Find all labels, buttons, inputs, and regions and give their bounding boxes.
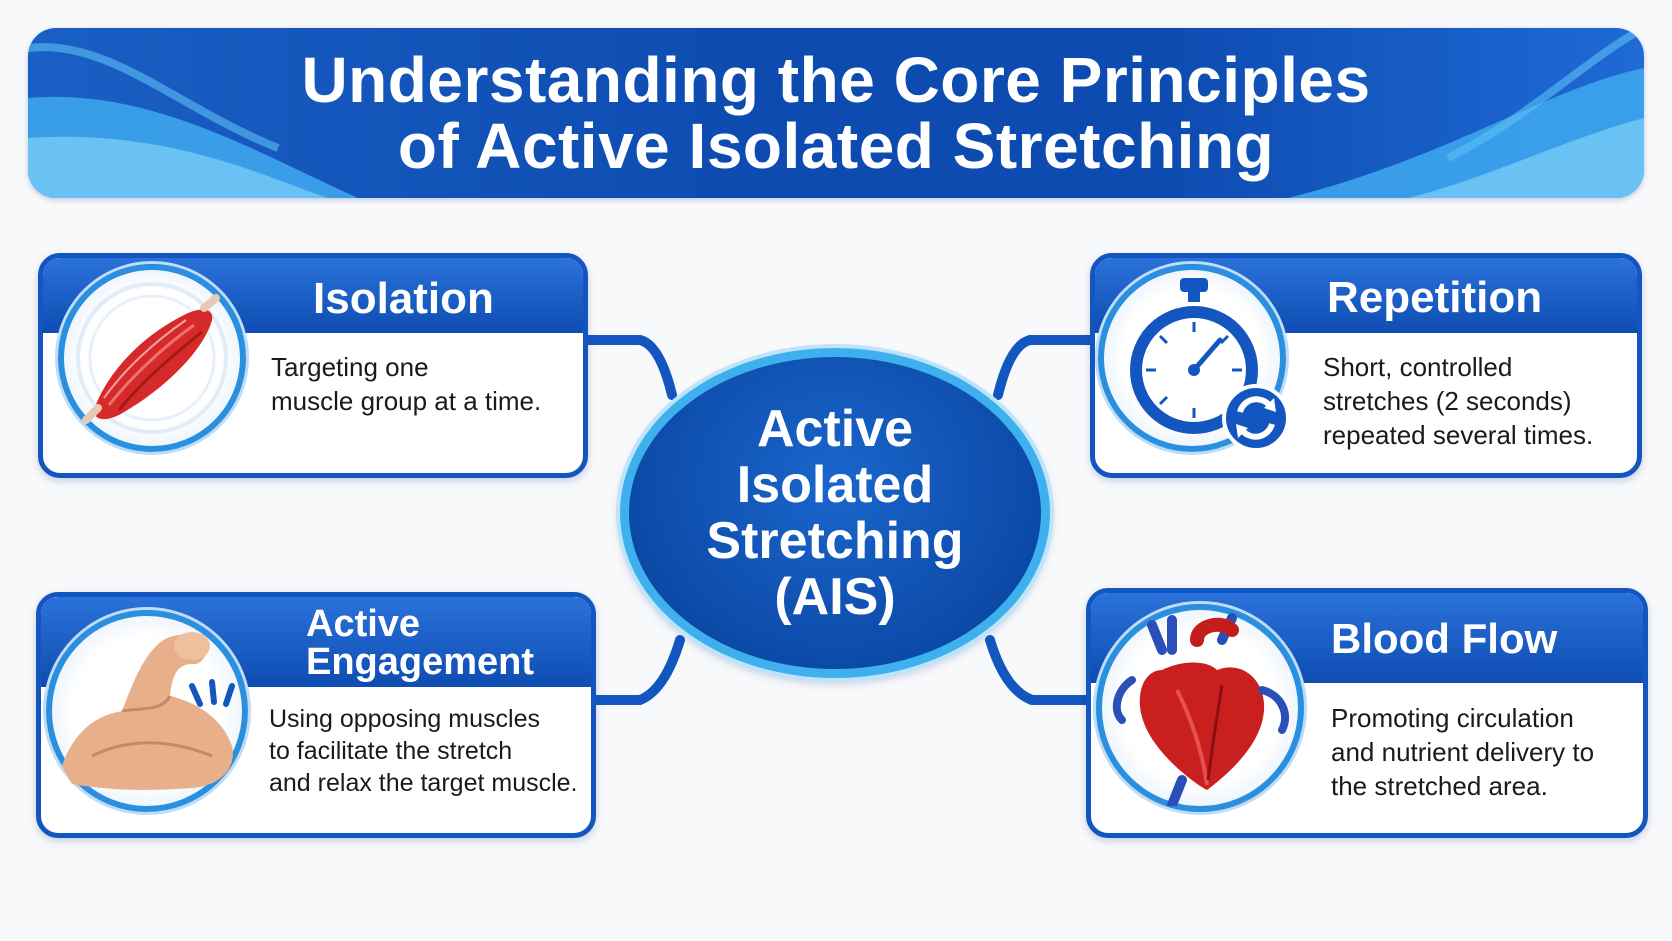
banner-waves: [28, 28, 1644, 198]
card-title: Isolation: [313, 274, 494, 323]
card-title: Active Engagement: [306, 603, 535, 683]
card-title: Repetition: [1327, 273, 1543, 322]
card-description: Short, controlled stretches (2 seconds) …: [1323, 352, 1594, 450]
flexed-arm-icon: [62, 632, 235, 790]
page-title: Understanding the Core Principles of Act…: [301, 44, 1371, 182]
heart-icon: [1112, 613, 1290, 806]
card-description: Targeting one muscle group at a time.: [271, 352, 542, 416]
card-description: Using opposing muscles to facilitate the…: [269, 705, 578, 797]
engagement-icon-circle: [46, 610, 248, 812]
card-description: Promoting circulation and nutrient deliv…: [1331, 703, 1595, 801]
blood-flow-icon-circle: [1096, 604, 1304, 812]
muscle-icon: [76, 282, 228, 434]
card-title: Blood Flow: [1331, 615, 1558, 662]
repetition-icon-circle: [1098, 264, 1290, 452]
stopwatch-icon: [1130, 278, 1290, 452]
isolation-icon-circle: [58, 264, 246, 452]
title-banner: Understanding the Core Principles of Act…: [28, 28, 1644, 198]
hub-label: Active Isolated Stretching (AIS): [706, 400, 964, 626]
central-hub: Active Isolated Stretching (AIS): [620, 348, 1050, 678]
